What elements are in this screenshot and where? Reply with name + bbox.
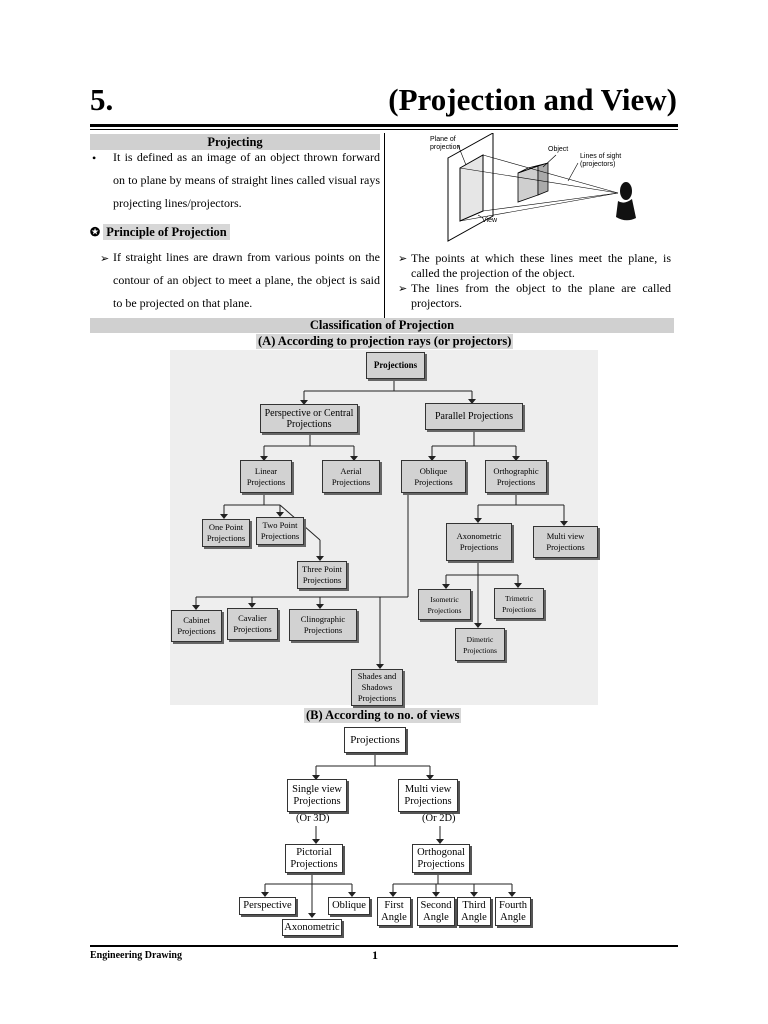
principle-heading-text: Principle of Projection [103,224,230,240]
footer-rule [90,945,678,947]
page-number: 1 [372,948,378,962]
node-axonometric: Axonometric Projections [446,523,512,561]
b-or-2d: (Or 2D) [422,813,456,824]
node-parallel: Parallel Projections [425,403,523,430]
b-node-perspective: Perspective [239,897,296,915]
chapter-number: 5. [90,82,114,117]
view-label: View [482,217,498,224]
b-node-multi-view: Multi view Projections [398,779,458,812]
classification-sub-a: (A) According to projection rays (or pro… [256,334,514,349]
b-node-third-angle: Third Angle [457,897,491,926]
bullet-icon: • [92,151,97,165]
node-one-point: One Point Projections [202,519,250,547]
classification-sub-b: (B) According to no. of views [304,708,462,723]
node-shades: Shades and Shadows Projections [351,669,403,706]
node-cabinet: Cabinet Projections [171,610,222,642]
principle-heading: ✪ Principle of Projection [90,224,230,240]
principle-icon: ✪ [90,225,101,239]
node-dimetric: Dimetric Projections [455,628,505,661]
b-node-fourth-angle: Fourth Angle [495,897,531,926]
b-node-pictorial: Pictorial Projections [285,844,343,873]
projection-figure-svg [447,132,636,242]
projection-figure: Plane of projection Object Lines of sigh… [418,132,678,248]
object-label: Object [548,146,569,153]
classification-heading: Classification of Projection [90,318,674,333]
chapter-title: (Projection and View) [388,82,677,117]
b-or-3d: (Or 3D) [296,813,330,824]
projecting-heading: Projecting [90,134,380,150]
b-node-single-view: Single view Projections [287,779,347,812]
node-two-point: Two Point Projections [256,517,304,545]
arrow-bullet-icon: ➢ [398,253,408,265]
b-node-orthogonal: Orthogonal Projections [412,844,470,873]
node-aerial: Aerial Projections [322,460,380,493]
node-cavalier: Cavalier Projections [227,608,278,640]
node-perspective: Perspective or Central Projections [260,404,358,433]
right-point2: The lines from the object to the plane a… [411,281,671,310]
node-linear: Linear Projections [240,460,292,493]
b-node-oblique: Oblique [328,897,370,915]
right-point1: The points at which these lines meet the… [411,251,671,280]
arrow-bullet-icon: ➢ [398,283,408,295]
sight-label: Lines of sight (projectors) [580,153,622,168]
plane-label: Plane of projection [430,136,461,151]
projecting-definition: It is defined as an image of an object t… [113,150,380,210]
header-rule-thin [90,129,678,130]
principle-point1: If straight lines are drawn from various… [113,250,380,310]
footer-title: Engineering Drawing [90,950,182,961]
b-node-projections: Projections [344,727,406,753]
node-clinographic: Clinographic Projections [289,609,357,641]
node-three-point: Three Point Projections [297,561,347,589]
column-divider [384,133,385,318]
header-rule [90,124,678,127]
arrow-bullet-icon: ➢ [100,253,110,265]
b-node-first-angle: First Angle [377,897,411,926]
b-node-second-angle: Second Angle [417,897,455,926]
node-multi-view: Multi view Projections [533,526,598,558]
node-projections: Projections [366,352,425,379]
node-isometric: Isometric Projections [418,589,471,620]
node-oblique: Oblique Projections [401,460,466,493]
b-node-axonometric: Axonometric [282,919,342,936]
node-trimetric: Trimetric Projections [494,588,544,619]
node-orthographic: Orthographic Projections [485,460,547,493]
